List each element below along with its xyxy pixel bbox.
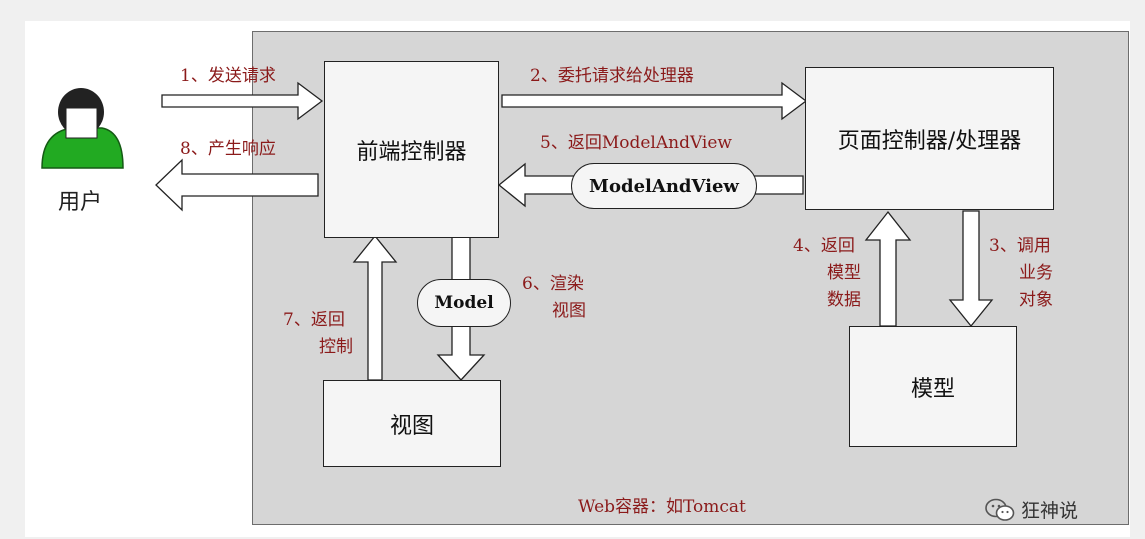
step-3-label: 3、调用 业务 对象 — [989, 233, 1053, 314]
arrow-send-request — [161, 81, 324, 121]
step-6-label: 6、渲染 视图 — [522, 271, 586, 325]
view-label: 视图 — [389, 413, 434, 439]
page-controller-box: 页面控制器/处理器 — [805, 67, 1054, 210]
watermark: 狂神说 — [985, 496, 1078, 523]
arrow-delegate — [501, 81, 808, 121]
front-controller-box: 前端控制器 — [324, 61, 499, 238]
step-6-line1: 6、渲染 — [522, 274, 584, 294]
modelandview-pill: ModelAndView — [571, 163, 757, 209]
user-label: 用户 — [58, 190, 103, 215]
model-box: 模型 — [849, 326, 1017, 447]
step-3-line3: 对象 — [1019, 290, 1053, 310]
page-controller-label: 页面控制器/处理器 — [837, 128, 1022, 154]
model-pill: Model — [417, 279, 511, 327]
step-7-line2: 控制 — [319, 337, 353, 357]
step-4-label: 4、返回 模型 数据 — [793, 233, 861, 314]
web-container-label: Web容器：如Tomcat — [578, 497, 746, 517]
step-7-label: 7、返回 控制 — [283, 307, 353, 361]
step-6-line2: 视图 — [552, 301, 586, 321]
watermark-text: 狂神说 — [1021, 500, 1079, 522]
user-icon — [41, 88, 124, 169]
arrow-call-business — [948, 210, 994, 328]
step-4-line2: 模型 — [827, 263, 861, 283]
step-8-label: 8、产生响应 — [180, 139, 276, 159]
step-3-line2: 业务 — [1019, 263, 1053, 283]
arrow-return-model-data — [864, 210, 912, 327]
step-1-label: 1、发送请求 — [180, 66, 276, 86]
step-5-label: 5、返回ModelAndView — [540, 133, 732, 153]
modelandview-pill-label: ModelAndView — [589, 175, 739, 197]
model-pill-label: Model — [434, 293, 494, 313]
arrow-return-control — [352, 234, 398, 381]
step-4-line1: 4、返回 — [793, 236, 855, 256]
view-box: 视图 — [323, 380, 501, 467]
step-2-label: 2、委托请求给处理器 — [530, 66, 694, 86]
arrow-response — [155, 158, 319, 212]
model-label: 模型 — [910, 376, 955, 402]
step-3-line1: 3、调用 — [989, 236, 1051, 256]
step-4-line3: 数据 — [827, 290, 861, 310]
front-controller-label: 前端控制器 — [356, 139, 467, 165]
step-7-line1: 7、返回 — [283, 310, 345, 330]
wechat-icon — [985, 498, 1015, 521]
